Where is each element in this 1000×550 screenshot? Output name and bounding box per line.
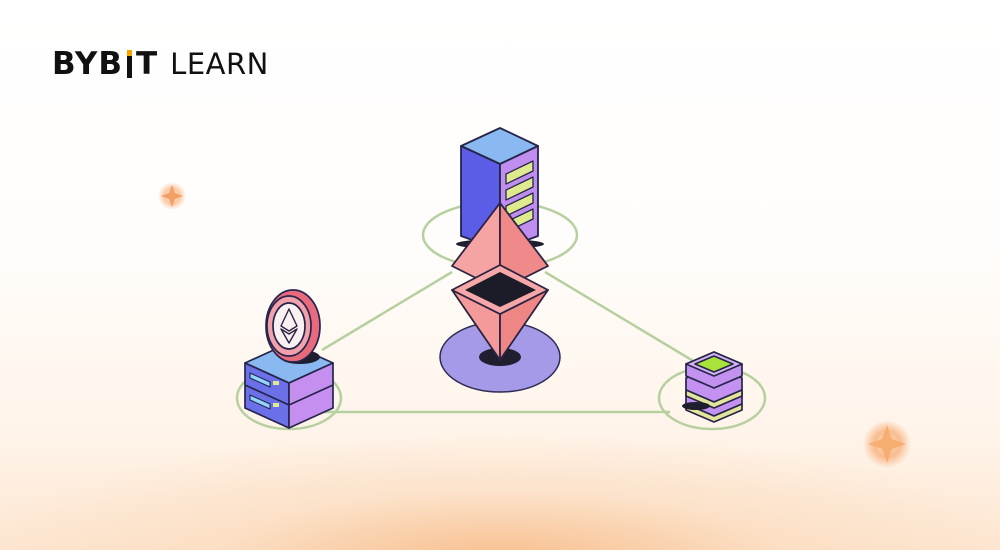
server-with-eth-coin-icon <box>244 289 334 429</box>
sparkle-icon <box>158 182 186 210</box>
bybit-learn-logo[interactable]: BYB T LEARN <box>52 44 269 84</box>
wordmark-right: T <box>136 46 159 82</box>
sparkle-icon <box>863 420 911 468</box>
learn-label: LEARN <box>170 47 269 81</box>
bybit-wordmark: BYB T <box>52 46 158 82</box>
ethereum-logo-icon <box>451 202 549 361</box>
wordmark-left: BYB <box>52 46 124 82</box>
network-links <box>318 270 701 414</box>
wordmark-i-bar <box>127 50 133 78</box>
stacked-disks-icon <box>682 351 743 423</box>
eth-coin <box>265 289 321 363</box>
